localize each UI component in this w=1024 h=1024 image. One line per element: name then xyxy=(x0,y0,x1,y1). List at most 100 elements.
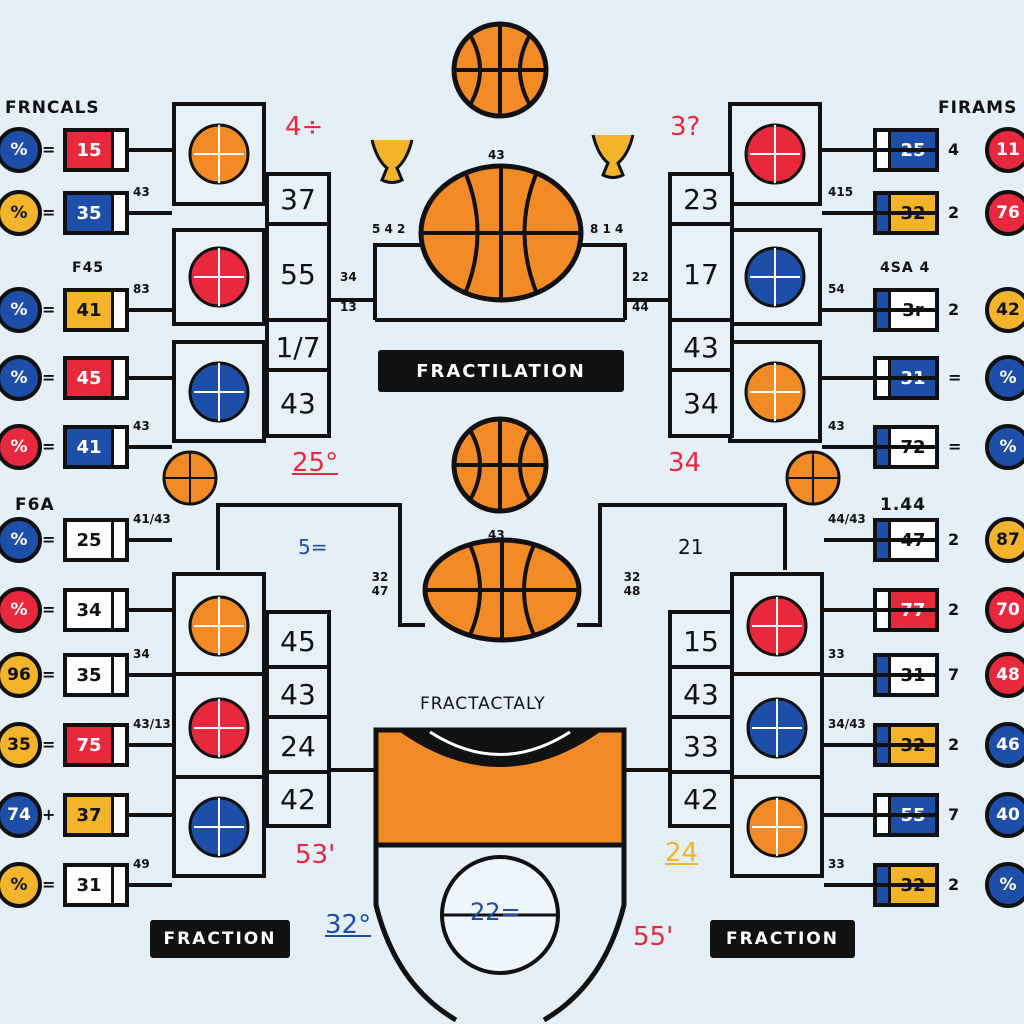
red-ball-logo-icon[interactable] xyxy=(172,775,266,878)
seed-circle[interactable]: % xyxy=(0,587,42,633)
row-sign: = xyxy=(42,368,56,387)
script-ball-logo-icon[interactable] xyxy=(172,340,266,443)
seed-box[interactable]: 34 xyxy=(63,588,129,632)
row-sign: 2 xyxy=(948,300,960,319)
center-bottom-label: 43 xyxy=(488,528,505,542)
seed-stripe xyxy=(111,867,125,903)
score-box[interactable]: 34 xyxy=(668,368,734,438)
seed-box[interactable]: 45 xyxy=(63,356,129,400)
basketball-icon xyxy=(451,21,549,119)
seed-stripe xyxy=(111,727,125,763)
left-mark-2: 25° xyxy=(292,448,339,478)
seed-circle[interactable]: 35 xyxy=(0,722,42,768)
row-sign: + xyxy=(42,805,56,824)
seed-box[interactable]: 41 xyxy=(63,425,129,469)
seed-circle[interactable]: 70 xyxy=(985,587,1024,633)
seed-circle[interactable]: 74 xyxy=(0,792,42,838)
left-bottom-mark-2: 32° xyxy=(325,910,372,940)
orange-badge-logo-icon[interactable] xyxy=(172,228,266,326)
row-note: 34 xyxy=(133,647,150,661)
score-box[interactable]: 45 xyxy=(265,610,331,673)
center-right-note: 8 1 4 xyxy=(590,222,624,236)
bottom_right-label: 1.44 xyxy=(880,495,926,515)
seed-number: 31 xyxy=(76,874,102,896)
score-box[interactable]: 37 xyxy=(265,172,331,226)
seed-number: 41 xyxy=(67,292,111,328)
seed-circle[interactable]: 76 xyxy=(985,190,1024,236)
seed-box[interactable]: 35 xyxy=(63,653,129,697)
seed-box[interactable]: 25 xyxy=(63,518,129,562)
fractilation-banner: FRACTILATION xyxy=(378,350,624,392)
seed-box[interactable]: 37 xyxy=(63,793,129,837)
seed-circle[interactable]: % xyxy=(0,287,42,333)
basketball-logo-icon[interactable] xyxy=(728,340,822,443)
score-box[interactable]: 55 xyxy=(265,222,331,326)
score-box[interactable]: 17 xyxy=(668,222,734,326)
fraction-banner-right: FRACTION xyxy=(710,920,855,958)
row-sign: = xyxy=(42,665,56,684)
connector-line xyxy=(125,608,172,612)
row-note: 49 xyxy=(133,857,150,871)
row-sign: 7 xyxy=(948,805,960,824)
center-top-label: 43 xyxy=(488,148,505,162)
score-box[interactable]: 24 xyxy=(265,715,331,778)
score-box[interactable]: 15 xyxy=(668,610,734,673)
score-box[interactable]: 23 xyxy=(668,172,734,226)
connector-line xyxy=(824,883,935,887)
seed-box[interactable]: 35 xyxy=(63,191,129,235)
seed-circle[interactable]: 42 xyxy=(985,287,1024,333)
seed-stripe xyxy=(111,797,125,833)
seed-circle[interactable]: % xyxy=(0,355,42,401)
script-ball-logo-icon[interactable] xyxy=(728,228,822,326)
seed-box[interactable]: 75 xyxy=(63,723,129,767)
orange-badge-logo-icon[interactable] xyxy=(728,102,822,206)
score-box[interactable]: 43 xyxy=(265,665,331,723)
row-sign: 2 xyxy=(948,600,960,619)
connector-line xyxy=(824,608,935,612)
top_right-sub-label: 4SA 4 xyxy=(880,260,931,276)
fox-logo-icon[interactable] xyxy=(172,102,266,206)
fraction-banner-left: FRACTION xyxy=(150,920,290,958)
seed-number: 37 xyxy=(67,797,111,833)
shield-logo-icon[interactable] xyxy=(730,572,824,680)
red-round-logo-icon[interactable] xyxy=(730,775,824,878)
seed-circle[interactable]: 87 xyxy=(985,517,1024,563)
seed-circle[interactable]: % xyxy=(0,862,42,908)
seed-box[interactable]: 41 xyxy=(63,288,129,332)
team-logo-icon xyxy=(188,246,250,308)
seed-circle[interactable]: 40 xyxy=(985,792,1024,838)
seed-number: 15 xyxy=(67,132,111,168)
connector-line xyxy=(125,538,172,542)
seed-circle[interactable]: % xyxy=(0,424,42,470)
seed-circle[interactable]: % xyxy=(985,424,1024,470)
seed-circle[interactable]: 48 xyxy=(985,652,1024,698)
connector-line xyxy=(822,308,935,312)
seed-circle[interactable]: % xyxy=(985,355,1024,401)
seed-circle[interactable]: % xyxy=(0,517,42,563)
row-sign: = xyxy=(42,600,56,619)
row-sign: = xyxy=(948,437,962,456)
row-sign: 4 xyxy=(948,140,960,159)
seed-circle[interactable]: 96 xyxy=(0,652,42,698)
score-box[interactable]: 33 xyxy=(668,715,734,778)
row-sign: = xyxy=(42,875,56,894)
seed-circle[interactable]: % xyxy=(985,862,1024,908)
seed-circle[interactable]: 11 xyxy=(985,127,1024,173)
score-box[interactable]: 42 xyxy=(265,770,331,828)
shield-logo-icon[interactable] xyxy=(172,672,266,783)
seed-circle[interactable]: 46 xyxy=(985,722,1024,768)
score-box[interactable]: 42 xyxy=(668,770,734,828)
connector-line xyxy=(125,211,172,215)
basketball-logo-icon[interactable] xyxy=(172,572,266,680)
seed-box[interactable]: 31 xyxy=(63,863,129,907)
seed-number: 75 xyxy=(67,727,111,763)
seed-box[interactable]: 15 xyxy=(63,128,129,172)
connector-line xyxy=(125,743,172,747)
seed-circle[interactable]: % xyxy=(0,190,42,236)
score-box[interactable]: 43 xyxy=(265,368,331,438)
red-ball-logo-icon[interactable] xyxy=(730,672,824,783)
seed-stripe xyxy=(111,592,125,628)
row-sign: = xyxy=(42,203,56,222)
seed-circle[interactable]: % xyxy=(0,127,42,173)
